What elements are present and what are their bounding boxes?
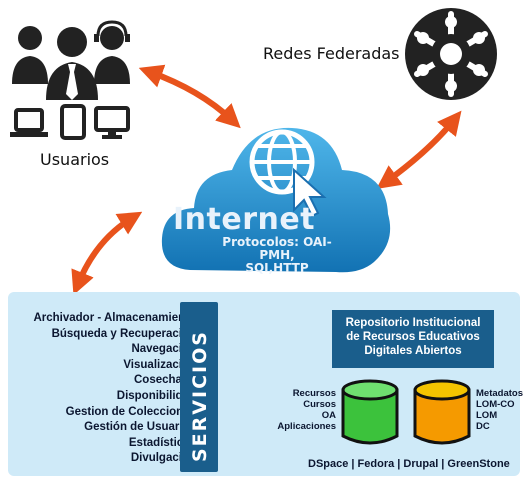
resources-list: Recursos Cursos OA Aplicaciones	[276, 388, 336, 432]
service-item: Gestión de Usuarios	[84, 421, 196, 434]
repository-title-line-3: Digitales Abiertos	[364, 345, 462, 357]
service-item: Gestion de Colecciones	[65, 405, 196, 418]
service-item: Divulgación	[130, 452, 196, 465]
repository-title-line-2: de Recursos Educativos	[346, 331, 480, 343]
yellow-database-icon	[412, 378, 472, 453]
arrow-federated-internet	[376, 110, 462, 190]
federated-network-icon	[403, 6, 499, 107]
resource-item: OA	[321, 410, 336, 421]
repository-title-box: Repositorio Institucional de Recursos Ed…	[332, 310, 494, 368]
service-item: Navegación	[131, 343, 196, 356]
services-side-bar	[180, 302, 218, 472]
protocols-line-2: SQI,HTTP	[245, 261, 309, 275]
federated-networks-label: Redes Federadas	[263, 44, 400, 63]
green-database-icon	[340, 378, 400, 453]
protocols-label: Protocolos: OAI-PMH, SQI,HTTP	[212, 236, 342, 275]
service-item: Estadísticas	[128, 436, 196, 449]
repository-title-line-1: Repositorio Institucional	[345, 317, 481, 329]
resource-item: Cursos	[303, 399, 336, 410]
services-vertical-text: SERVICIOS	[189, 330, 211, 462]
resource-item: Recursos	[292, 388, 336, 399]
metadata-list: Metadatos LOM-CO LOM DC	[476, 388, 527, 432]
internet-title: Internet	[173, 202, 316, 237]
users-label: Usuarios	[40, 150, 110, 169]
metadata-item: LOM-CO	[476, 399, 515, 410]
metadata-item: Metadatos	[476, 388, 523, 399]
metadata-item: DC	[476, 421, 490, 432]
services-list: Archivador - Almacenamiento Búsqueda y R…	[16, 311, 196, 467]
services-side-label: SERVICIOS	[182, 302, 216, 472]
globe-icon	[246, 126, 332, 227]
arrow-users-internet	[138, 64, 241, 129]
internet-cloud	[160, 110, 400, 295]
resource-item: Aplicaciones	[277, 421, 336, 432]
arrow-internet-services	[71, 211, 143, 296]
users-icon	[8, 14, 138, 155]
service-item: Cosechado	[134, 374, 196, 387]
protocols-line-1: Protocolos: OAI-PMH,	[222, 235, 332, 262]
platforms-label: DSpace | Fedora | Drupal | GreenStone	[308, 458, 510, 470]
service-item: Visualización	[123, 358, 196, 371]
metadata-item: LOM	[476, 410, 498, 421]
service-item: Archivador - Almacenamiento	[33, 312, 196, 324]
service-item: Disponibilidad	[116, 389, 196, 402]
service-item: Búsqueda y Recuperación	[51, 327, 196, 340]
